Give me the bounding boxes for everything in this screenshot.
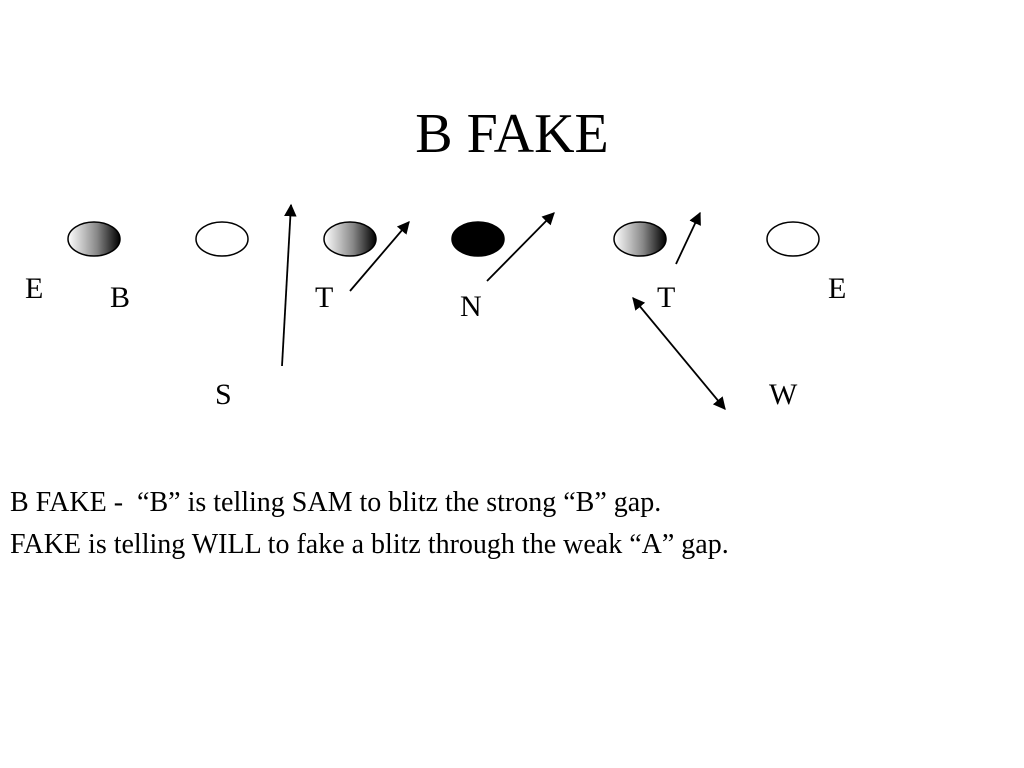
lineman-1-gradient: [67, 221, 121, 257]
nose-arrow: [486, 212, 555, 282]
lineman-3-gradient: [323, 221, 377, 257]
sam-blitz-arrow: [281, 203, 297, 367]
label-nose: N: [460, 290, 482, 323]
description-line-1: B FAKE - “B” is telling SAM to blitz the…: [10, 487, 662, 518]
right-tackle-arrow: [675, 211, 701, 265]
lineman-6-hollow: [766, 221, 820, 257]
left-tackle-arrow: [349, 221, 410, 292]
lineman-4-solid: [451, 221, 505, 257]
slide-title: B FAKE: [415, 103, 609, 165]
description-line-2: FAKE is telling WILL to fake a blitz thr…: [10, 529, 729, 560]
will-fake-arrow: [632, 297, 726, 410]
lineman-5-gradient: [613, 221, 667, 257]
label-sam: S: [215, 378, 232, 411]
label-end-left: E: [25, 272, 44, 305]
label-b: B: [110, 281, 131, 314]
label-tackle-right: T: [657, 281, 676, 314]
label-will: W: [769, 378, 798, 411]
lineman-2-hollow: [195, 221, 249, 257]
label-end-right: E: [828, 272, 847, 305]
play-description: B FAKE - “B” is telling SAM to blitz the…: [10, 482, 1010, 566]
label-tackle-left: T: [315, 281, 334, 314]
